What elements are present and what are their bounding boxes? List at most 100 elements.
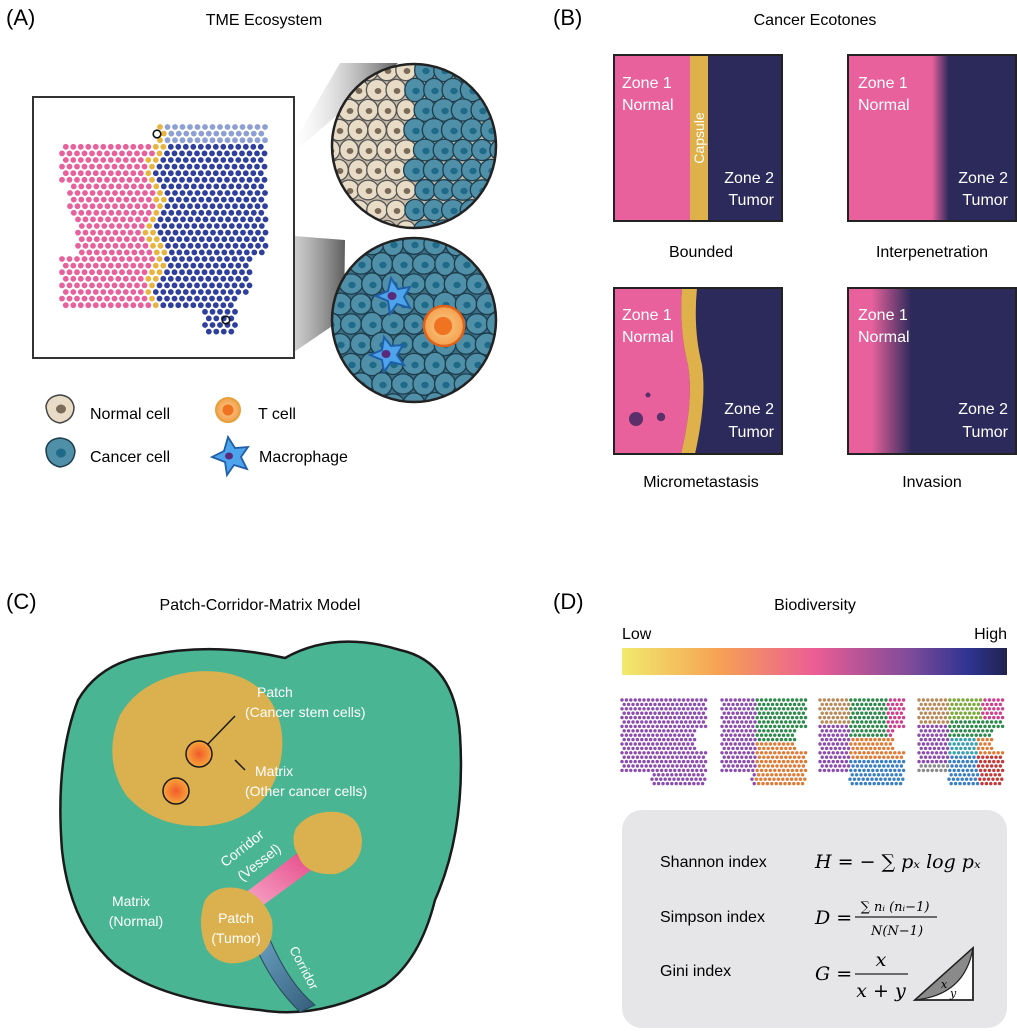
tissue-spot <box>130 275 137 282</box>
diversity-spot <box>980 781 984 786</box>
diversity-spot <box>928 720 932 724</box>
diversity-spot <box>886 702 890 707</box>
diversity-spot <box>733 715 737 720</box>
diversity-spot <box>897 759 901 764</box>
diversity-spot <box>864 702 868 707</box>
diversity-spot <box>701 755 706 759</box>
tissue-spot <box>74 256 80 262</box>
diversity-spot <box>664 707 668 711</box>
simpson-label: Simpson index <box>660 909 765 926</box>
tissue-spot <box>228 223 235 229</box>
diversity-spot <box>868 711 873 715</box>
tissue-spot <box>172 137 178 144</box>
diversity-spot <box>978 724 983 729</box>
diversity-spot <box>824 764 829 768</box>
tissue-spot <box>198 183 205 190</box>
diversity-spot <box>861 777 865 781</box>
diversity-spot <box>620 759 624 764</box>
diversity-spot <box>851 737 855 742</box>
diversity-spot <box>829 729 833 733</box>
tissue-spot <box>197 157 204 163</box>
diversity-spot <box>965 707 970 711</box>
diversity-spot <box>692 729 697 733</box>
tissue-spot <box>220 143 227 150</box>
diversity-spot <box>897 768 901 773</box>
diversity-spot <box>724 724 729 729</box>
diversity-spot <box>646 698 651 702</box>
diversity-spot <box>840 724 844 729</box>
diversity-maps <box>620 698 1005 786</box>
diversity-spot <box>788 702 792 707</box>
diversity-spot <box>875 698 879 702</box>
tissue-spot <box>104 190 111 196</box>
diversity-spot <box>659 707 664 711</box>
diversity-spot <box>759 742 764 746</box>
tissue-spot <box>209 269 215 276</box>
diversity-spot <box>635 729 640 733</box>
diversity-spot <box>827 759 831 764</box>
cancer-cell <box>476 371 496 397</box>
tissue-spot <box>194 256 200 262</box>
tissue-spot <box>217 137 223 144</box>
tissue-spot <box>120 242 126 249</box>
diversity-spot <box>822 707 827 711</box>
tissue-spot <box>167 170 174 177</box>
diversity-spot <box>687 781 692 786</box>
diversity-spot <box>631 702 635 707</box>
normal-cell <box>332 199 351 221</box>
tissue-spot <box>115 170 122 177</box>
diversity-spot <box>679 764 684 768</box>
diversity-spot <box>666 711 670 715</box>
diversity-spot <box>978 707 983 711</box>
tissue-spot <box>191 249 198 256</box>
diversity-spot <box>635 746 640 751</box>
tissue-spot <box>231 256 238 262</box>
diversity-spot <box>868 729 873 733</box>
diversity-spot <box>694 777 698 781</box>
diversity-spot <box>998 755 1003 759</box>
tissue-spot <box>205 275 212 282</box>
diversity-spot <box>724 759 729 764</box>
tissue-spot <box>100 183 107 190</box>
diversity-spot <box>662 737 666 742</box>
tissue-spot <box>97 190 103 196</box>
tissue-spot <box>115 183 122 190</box>
tissue-spot <box>130 170 137 177</box>
diversity-spot <box>737 724 742 729</box>
tissue-spot <box>168 249 175 256</box>
diversity-spot <box>795 698 799 702</box>
diversity-spot <box>857 742 862 746</box>
diversity-spot <box>662 729 666 733</box>
tissue-spot <box>137 289 144 295</box>
diversity-spot <box>976 702 981 707</box>
diversity-spot <box>792 711 797 715</box>
tissue-spot <box>92 157 99 163</box>
diversity-spot <box>726 755 731 759</box>
tissue-spot <box>138 183 145 190</box>
tissue-spot <box>100 157 107 163</box>
diversity-spot <box>751 759 755 764</box>
diversity-spot <box>884 698 888 702</box>
diversity-spot <box>786 707 790 711</box>
tissue-spot <box>164 137 171 144</box>
tissue-spot <box>167 262 174 269</box>
diversity-spot <box>677 759 681 764</box>
diversity-spot <box>801 711 806 715</box>
diversity-spot <box>744 737 748 742</box>
tissue-spot <box>254 190 261 196</box>
diversity-spot <box>640 720 644 724</box>
invasion-caption: Invasion <box>902 474 962 491</box>
tissue-spot <box>220 209 227 216</box>
diversity-spot <box>651 768 655 773</box>
diversity-spot <box>835 742 840 746</box>
legend-cancer-label: Cancer cell <box>90 449 170 466</box>
diversity-spot <box>742 733 746 737</box>
tissue-spot <box>66 163 73 170</box>
tissue-spot <box>153 249 160 256</box>
diversity-spot <box>937 737 941 742</box>
tissue-spot <box>101 236 108 243</box>
tissue-spot <box>122 289 129 295</box>
diversity-spot <box>666 729 670 733</box>
diversity-spot <box>797 755 801 759</box>
tissue-spot <box>167 275 174 282</box>
